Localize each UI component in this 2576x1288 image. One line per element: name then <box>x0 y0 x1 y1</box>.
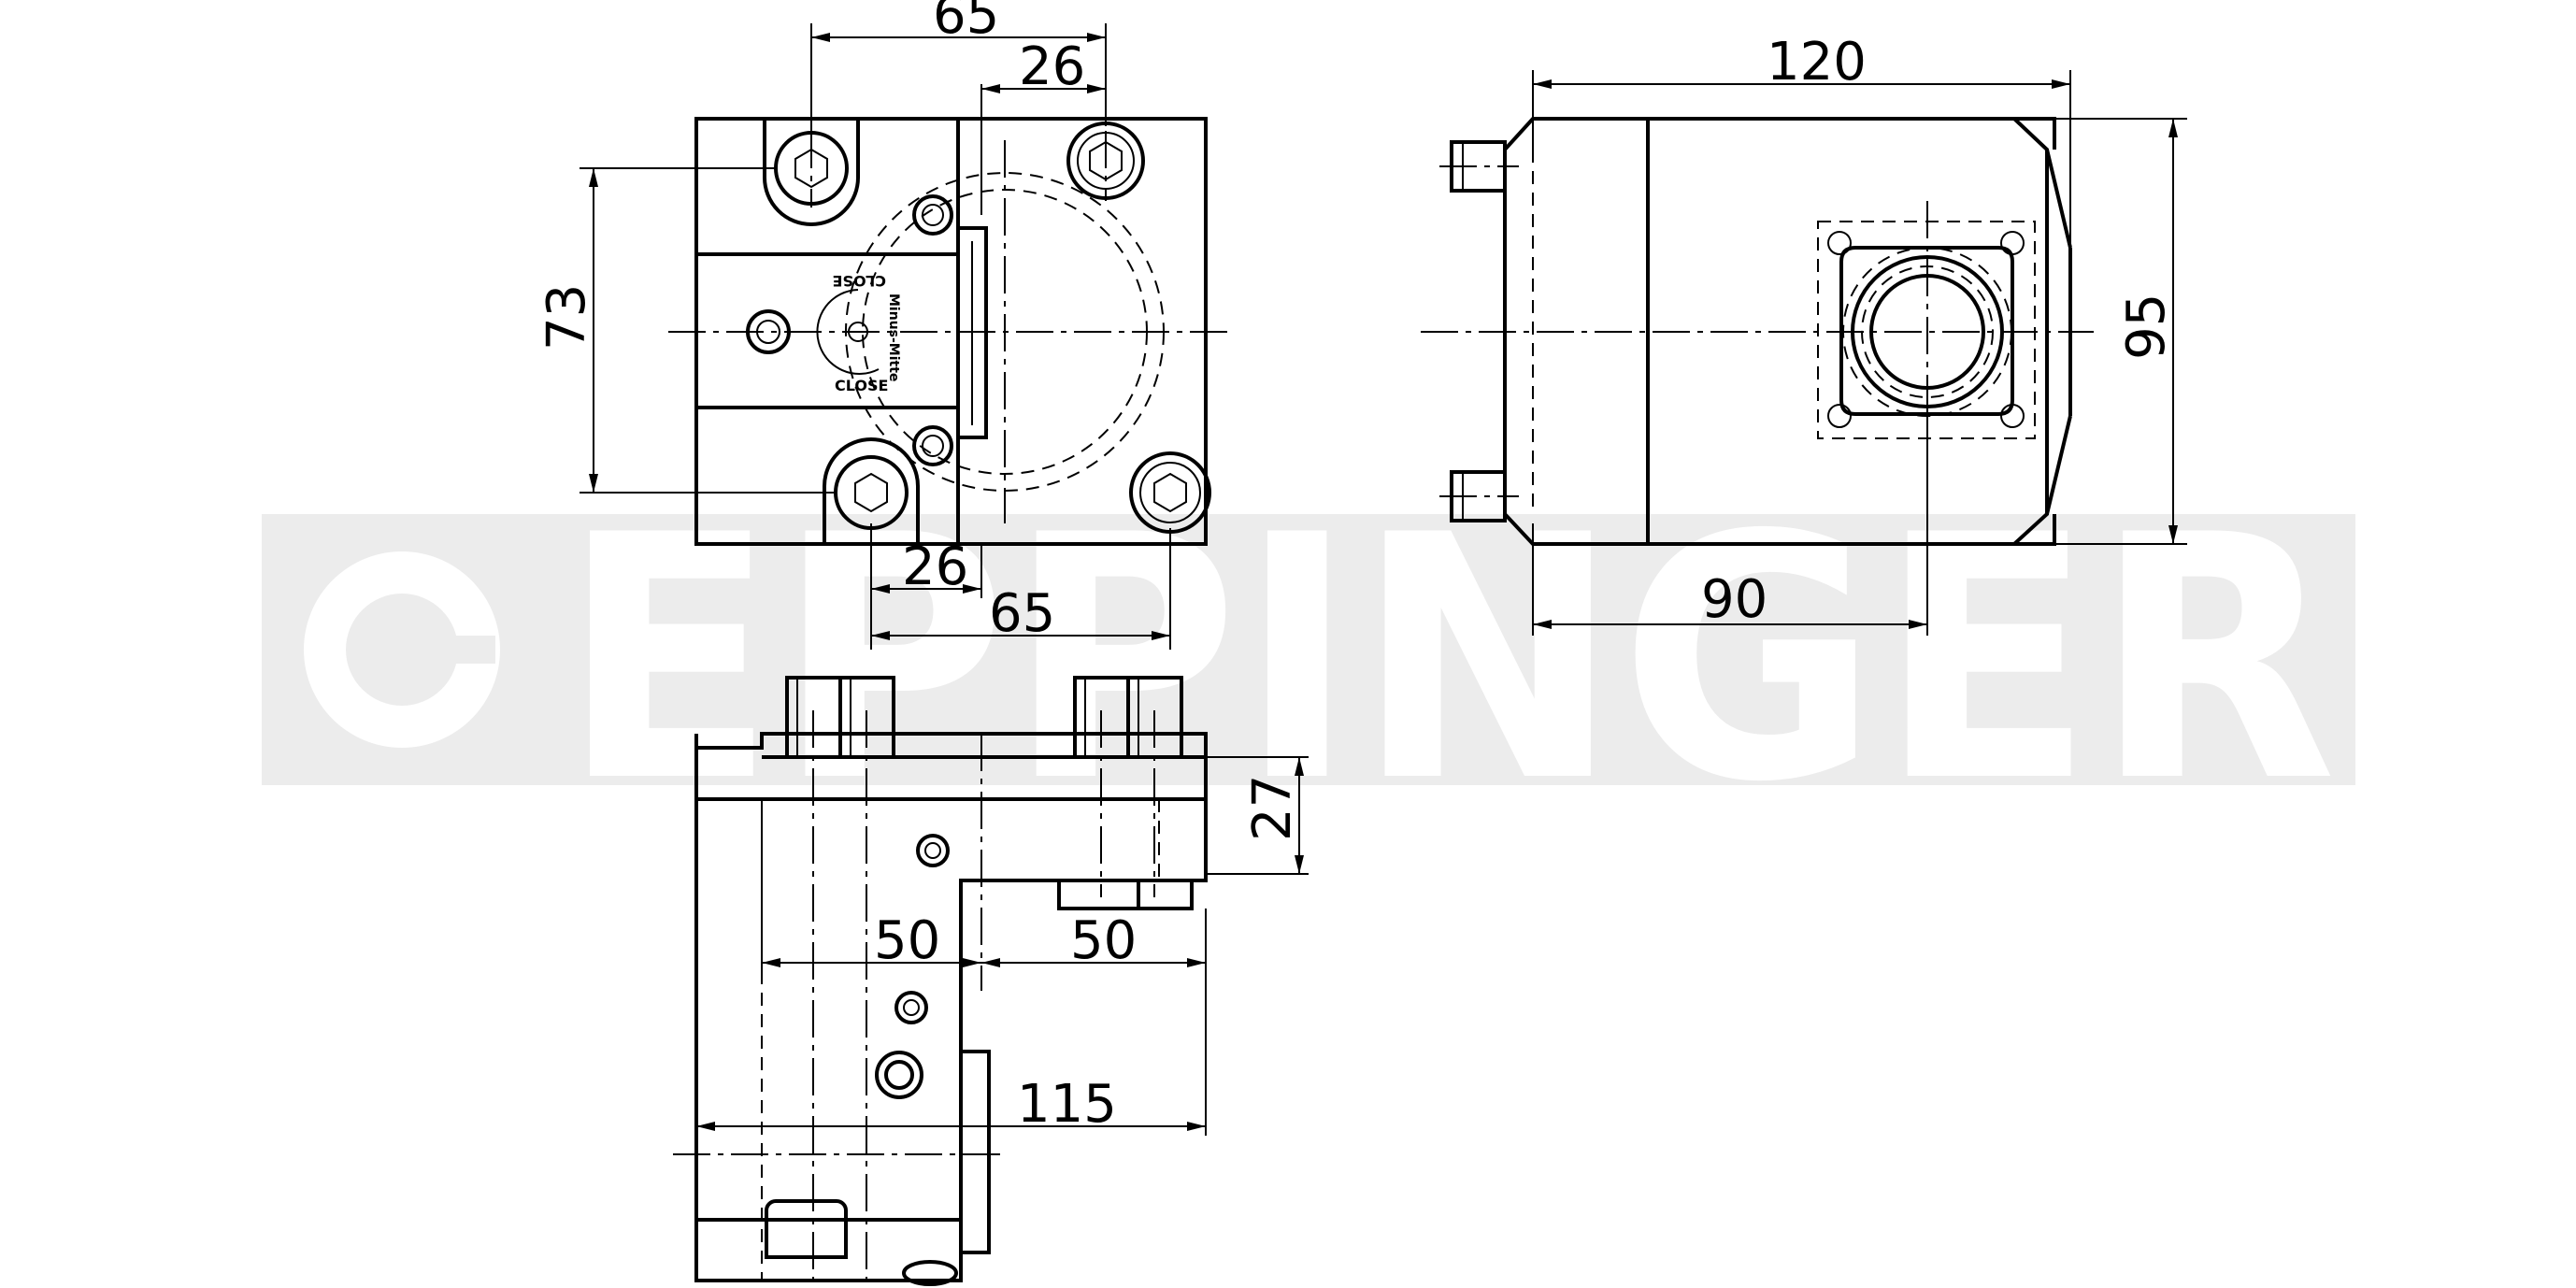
handle-icon <box>765 1199 848 1259</box>
dim-26-bottom: 26 <box>902 537 968 597</box>
dim-65-bottom: 65 <box>989 583 1055 644</box>
bolt-icon <box>1129 451 1211 534</box>
flange-hole-icon <box>1827 231 2025 428</box>
top-right-view: 120 95 90 <box>1421 32 2187 636</box>
side-label: Minus-Mitte <box>886 293 901 381</box>
screw-icon <box>894 834 950 1024</box>
watermark-text: EPPINGER <box>561 464 2337 855</box>
dim-50-left: 50 <box>874 910 940 971</box>
dim-95: 95 <box>2116 293 2177 360</box>
dim-50-right: 50 <box>1070 910 1137 971</box>
dim-115: 115 <box>1017 1074 1117 1135</box>
bottom-view: 27 50 50 115 <box>673 676 1309 1286</box>
dim-73: 73 <box>537 284 597 351</box>
dim-90: 90 <box>1701 569 1767 630</box>
dim-65-top: 65 <box>933 0 999 46</box>
screw-icon <box>912 194 953 466</box>
dim-120: 120 <box>1767 32 1867 93</box>
watermark: EPPINGER <box>262 464 2355 855</box>
dim-27: 27 <box>1242 775 1303 841</box>
dim-26-top: 26 <box>1019 36 1085 97</box>
control-knob-icon <box>875 1051 923 1099</box>
close-label-bottom: CLOSE <box>835 377 888 394</box>
top-left-view: CLOSE CLOSE Minus-Mitte 65 26 73 26 65 <box>537 0 1234 650</box>
close-label-top: CLOSE <box>833 272 886 290</box>
